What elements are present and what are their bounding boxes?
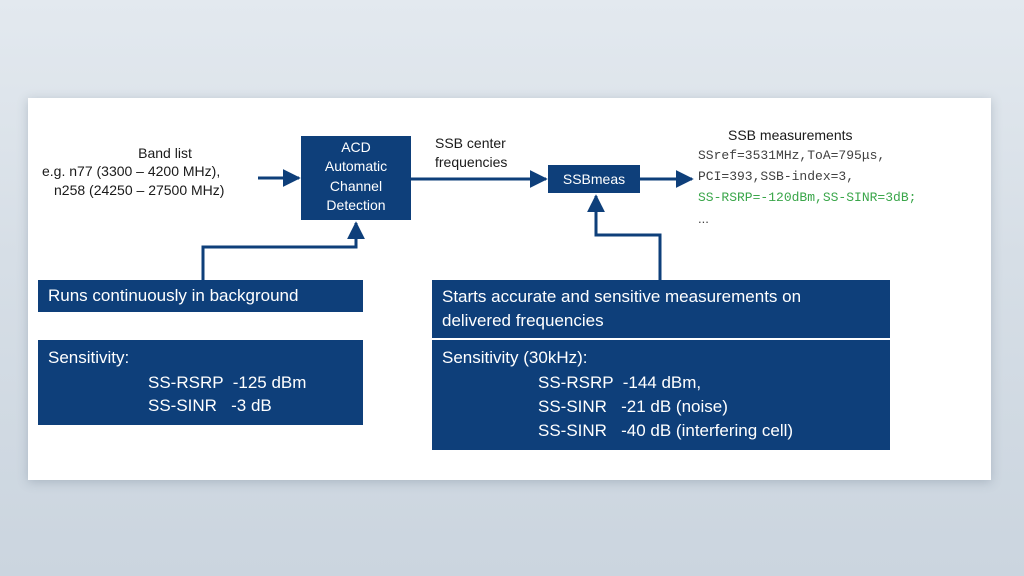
acd-sensitivity-title: Sensitivity: (48, 348, 130, 367)
ssb-measurements-line4: ... (698, 211, 709, 226)
acd-box-line4: Detection (326, 197, 386, 213)
acd-box-line1: ACD (341, 139, 371, 155)
band-list-line2: n258 (24250 – 27500 MHz) (54, 182, 225, 198)
meas-sensitivity-rsrp: SS-RSRP -144 dBm, (538, 373, 702, 392)
acd-sensitivity-box: Sensitivity: SS-RSRP -125 dBm SS-SINR -3… (38, 340, 363, 425)
ssb-measurements-line2: PCI=393,SSB-index=3, (698, 169, 855, 184)
meas-sensitivity-sinr-noise: SS-SINR -21 dB (noise) (538, 397, 728, 416)
acd-box: ACD Automatic Channel Detection (301, 136, 411, 220)
ssbmeas-box: SSBmeas (548, 165, 640, 193)
ssbmeas-label: SSBmeas (562, 171, 626, 187)
band-list-line1: e.g. n77 (3300 – 4200 MHz), (42, 163, 221, 179)
ssb-measurements-title: SSB measurements (728, 127, 853, 143)
diagram-panel: Band list e.g. n77 (3300 – 4200 MHz), n2… (28, 98, 991, 480)
acd-box-line3: Channel (329, 178, 383, 194)
ssb-center-line2: frequencies (435, 154, 508, 170)
meas-headline-box: Starts accurate and sensitive measuremen… (432, 280, 890, 338)
acd-headline-box: Runs continuously in background (38, 280, 363, 312)
arrow-meas-to-ssbmeas (587, 194, 662, 280)
meas-headline-line2: delivered frequencies (442, 311, 604, 330)
ssb-measurements-line1: SSref=3531MHz,ToA=795μs, (698, 148, 886, 163)
ssb-center-line1: SSB center (435, 135, 506, 151)
acd-box-line2: Automatic (324, 158, 388, 174)
ssb-measurements-line3: SS-RSRP=-120dBm,SS-SINR=3dB; (698, 190, 917, 205)
meas-sensitivity-title: Sensitivity (30kHz): (442, 348, 588, 367)
acd-sensitivity-rsrp: SS-RSRP -125 dBm (148, 373, 307, 392)
acd-headline: Runs continuously in background (48, 286, 299, 305)
arrow-background-to-acd (201, 221, 365, 280)
meas-sensitivity-box: Sensitivity (30kHz): SS-RSRP -144 dBm, S… (432, 340, 890, 450)
meas-headline-line1: Starts accurate and sensitive measuremen… (442, 287, 802, 306)
connector-arrows (201, 169, 694, 280)
band-list-title: Band list (138, 145, 192, 161)
acd-sensitivity-sinr: SS-SINR -3 dB (148, 396, 272, 415)
meas-sensitivity-sinr-interf: SS-SINR -40 dB (interfering cell) (538, 421, 794, 440)
